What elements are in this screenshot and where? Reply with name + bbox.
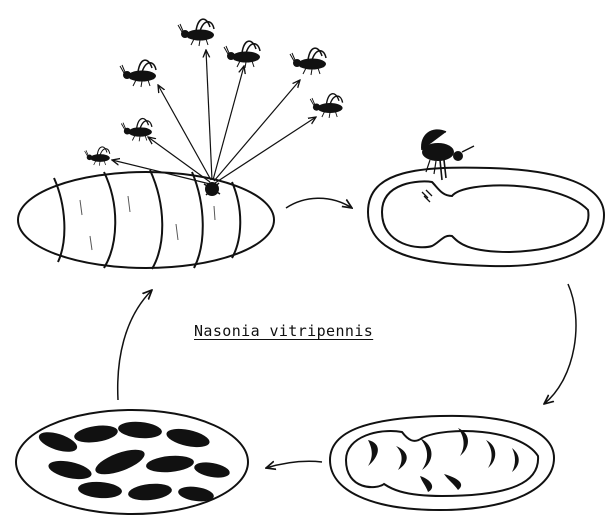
cycle-arrow [118, 290, 152, 400]
pupa-icon [165, 426, 211, 451]
host-pupa-striped [18, 170, 274, 269]
cycle-arrow [544, 284, 576, 404]
species-caption: Nasonia vitripennis [194, 322, 373, 340]
pupa-icon [117, 420, 162, 440]
pupa-icon [47, 458, 93, 483]
larva-icon [512, 448, 519, 472]
wasp-icon [310, 94, 342, 118]
cycle-arrow [286, 198, 352, 208]
pupae-in-host [16, 410, 248, 514]
ovipositing-wasp-icon [422, 130, 474, 202]
larva-icon [458, 428, 468, 456]
wasp-icon [85, 147, 110, 166]
host-puparium [368, 168, 604, 267]
pupa-icon [145, 454, 194, 474]
pupa-icon [127, 482, 172, 503]
emergence-hole-icon [204, 182, 220, 196]
pupa-icon [73, 423, 119, 445]
pupa-icon [37, 428, 80, 456]
wasp-icon [290, 48, 326, 75]
wasp-icon [224, 41, 260, 68]
pupa-icon [92, 445, 147, 480]
larva-icon [444, 474, 461, 490]
larvae-in-host [330, 416, 554, 510]
larva-icon [396, 446, 407, 470]
cycle-arrow [266, 461, 322, 468]
larva-icon [486, 440, 495, 468]
larva-icon [420, 476, 432, 492]
wasp-icon [120, 60, 156, 87]
larva-icon [420, 438, 432, 470]
pupa-icon [77, 480, 122, 499]
wasp-icon [121, 119, 152, 142]
wasp-icon [178, 19, 214, 46]
pupa-icon [193, 460, 231, 480]
larva-icon [368, 440, 378, 466]
